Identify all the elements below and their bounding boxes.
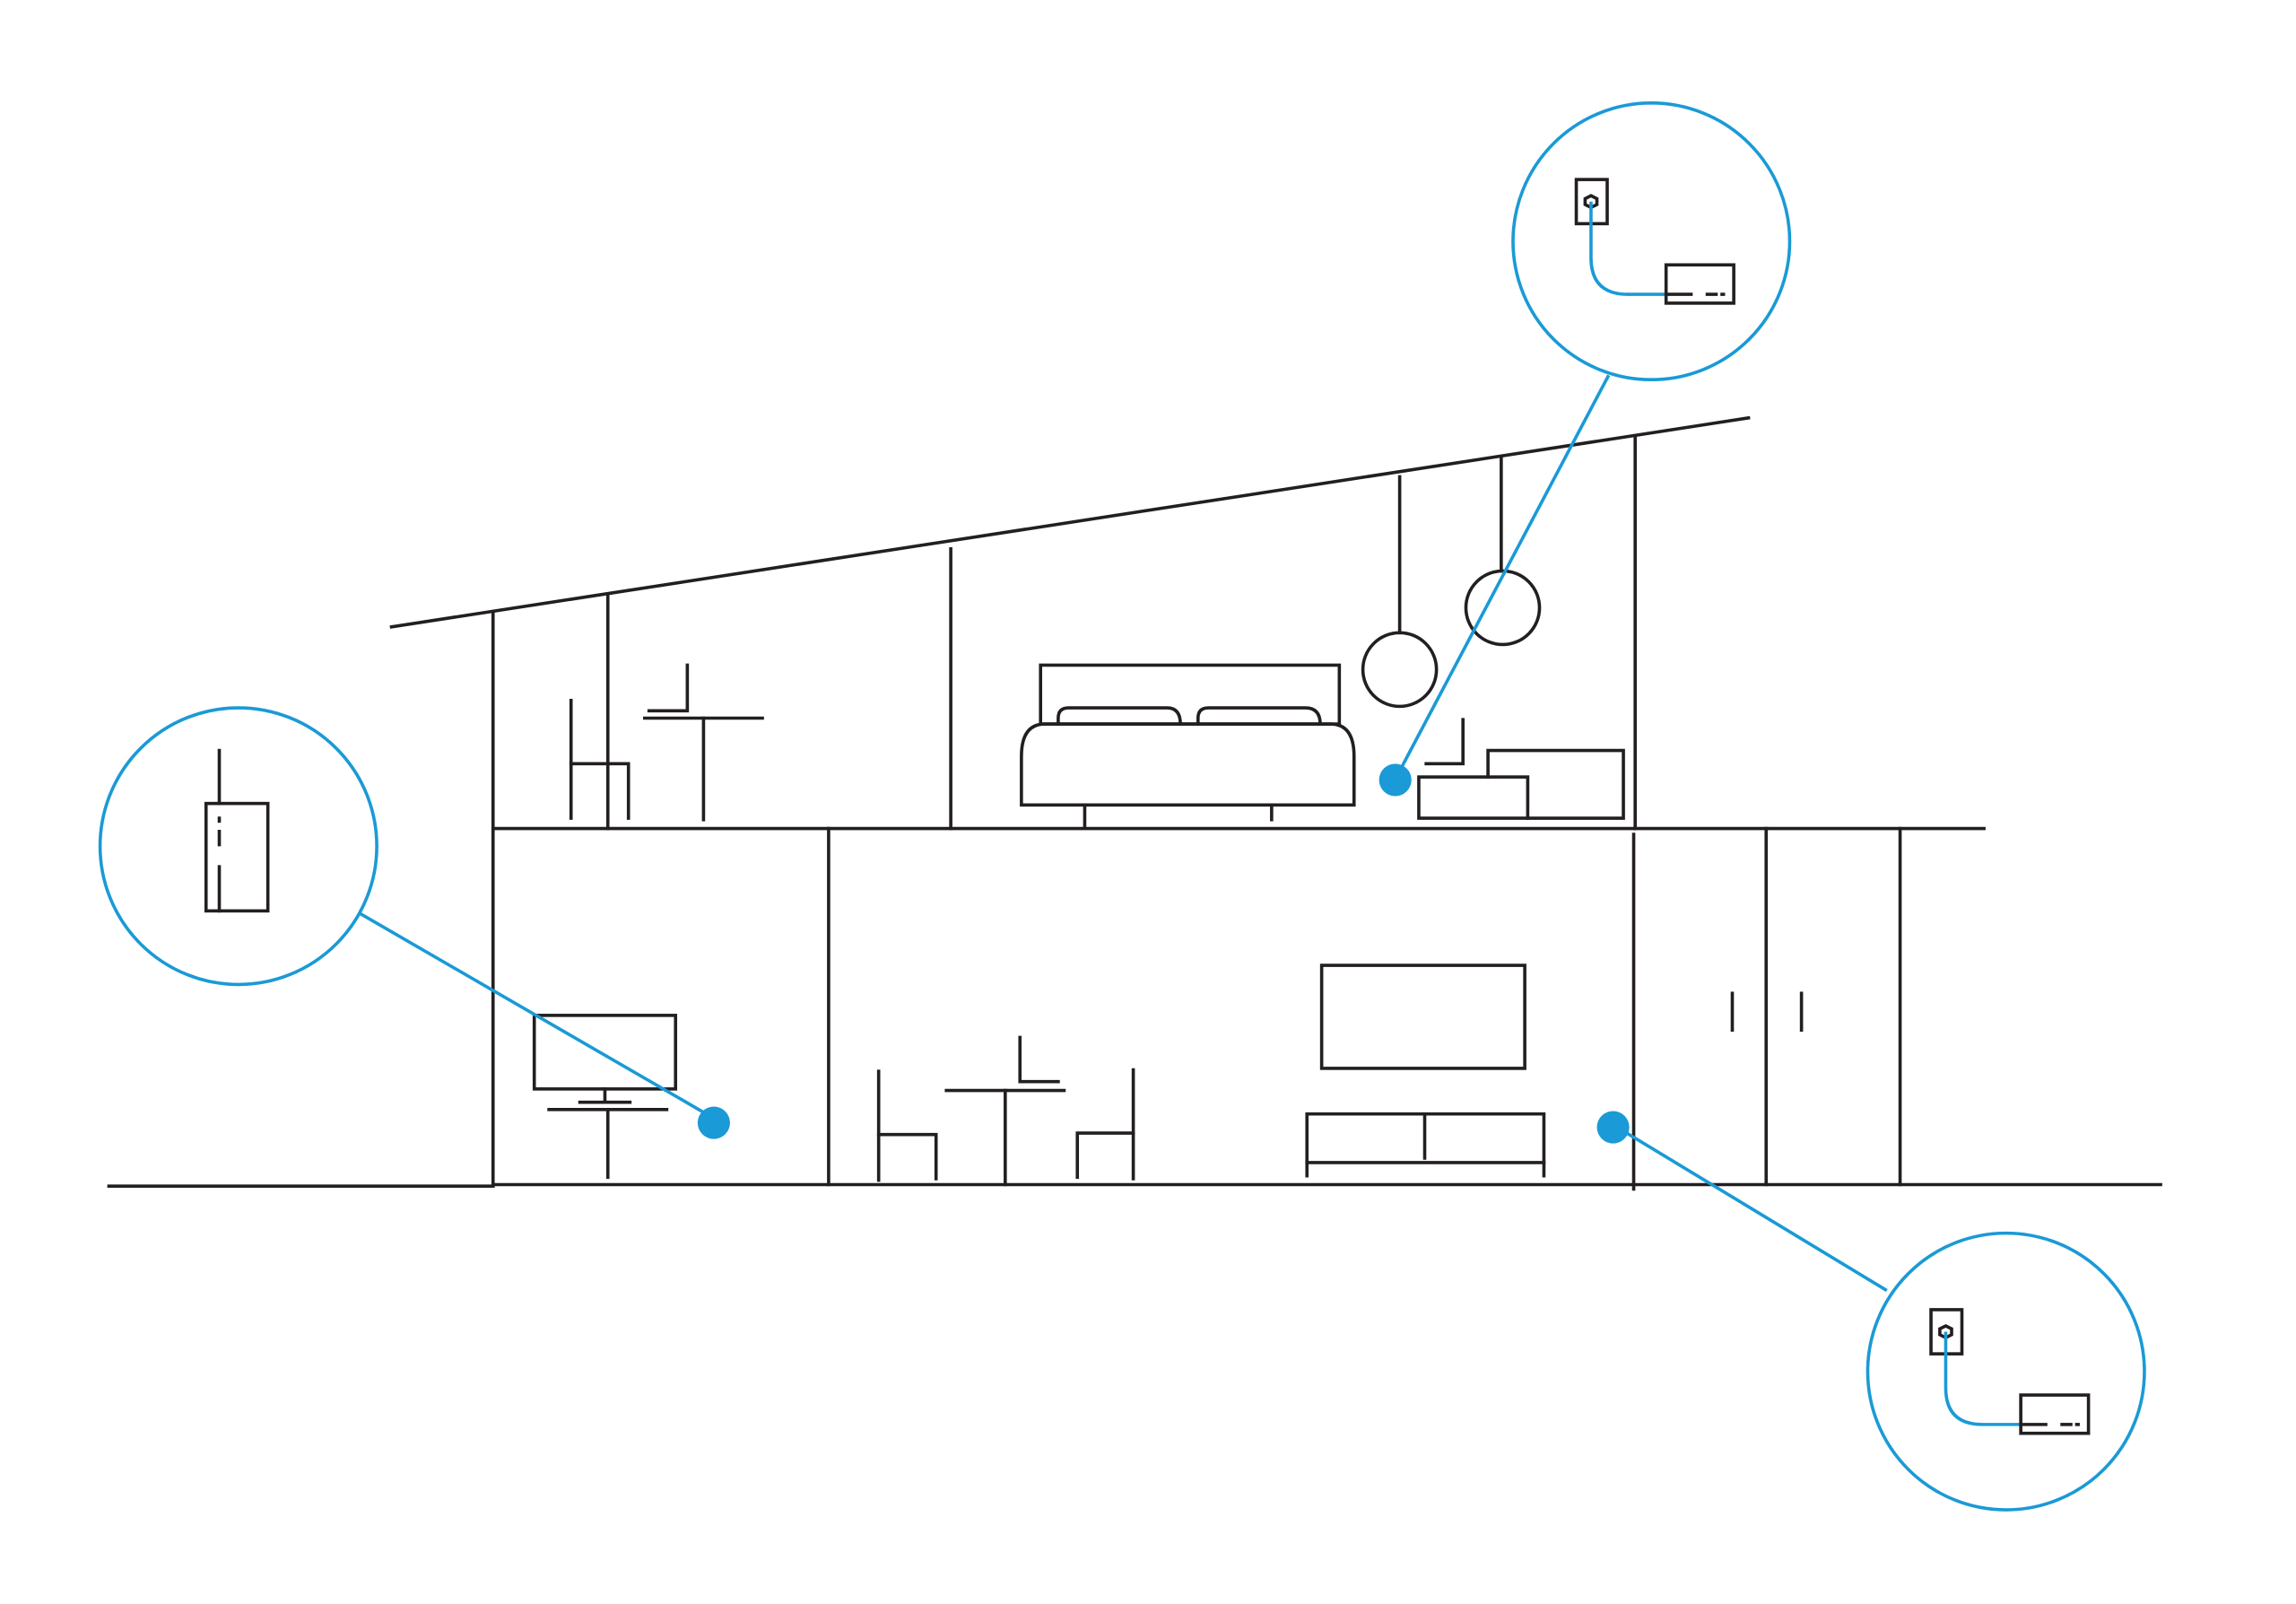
callout-circle: [1511, 101, 1792, 382]
callout-circle: [1866, 1231, 2146, 1512]
roof-line: [389, 415, 1751, 629]
callout-circle: [98, 706, 378, 987]
pendant-lamp: [1361, 631, 1439, 709]
callout-connector: [1621, 1129, 1888, 1293]
callout-bottom-right: [1596, 1111, 2146, 1512]
chair-back: [1018, 1035, 1060, 1084]
placement-marker: [1378, 763, 1412, 797]
placement-marker: [697, 1106, 730, 1139]
desk: [1417, 775, 1530, 820]
living-room: [1305, 963, 1804, 1178]
callout-connector: [1399, 374, 1611, 770]
callout-connector: [360, 912, 708, 1116]
pillow: [1196, 706, 1322, 726]
pillow: [1057, 706, 1182, 726]
house-structure: [107, 415, 2162, 1191]
chair-seat: [569, 762, 631, 820]
placement-marker: [1596, 1111, 1630, 1144]
chair-back: [647, 663, 690, 713]
wall-tv: [1319, 963, 1526, 1070]
callout-top: [1378, 101, 1792, 797]
pendant-lamp: [1464, 569, 1542, 647]
dresser: [1486, 748, 1625, 820]
chair-seat: [876, 1132, 938, 1181]
headboard: [1039, 663, 1342, 726]
chair-seat: [1075, 1131, 1135, 1180]
bedroom: [1020, 456, 1625, 829]
lower-left-room: [532, 1014, 678, 1180]
wall-outlet-extender-icon: [1929, 1308, 2091, 1435]
bed: [1020, 722, 1356, 807]
desk-chair: [1424, 718, 1465, 766]
lower-dining: [876, 1035, 1135, 1187]
callout-left: [98, 706, 730, 1139]
upper-left-dining: [569, 663, 764, 822]
wall-outlet-extender-icon: [1574, 178, 1735, 305]
router-icon: [204, 748, 270, 913]
